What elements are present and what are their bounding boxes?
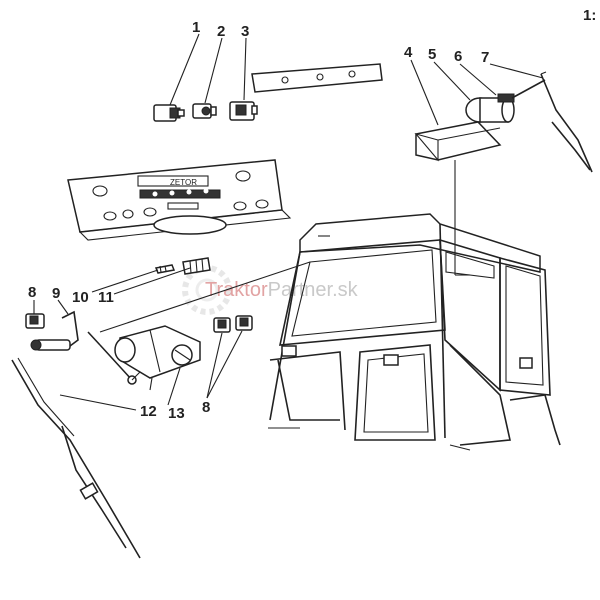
switch-part-3 xyxy=(229,101,258,121)
callout-13: 13 xyxy=(168,405,185,422)
wiper-switch-part-8-right xyxy=(213,315,253,333)
panel-zetor-label: ZETOR xyxy=(170,178,197,187)
switch-part-1 xyxy=(153,104,185,122)
leader-lines xyxy=(33,33,544,411)
switch-part-2 xyxy=(192,103,217,119)
callout-2: 2 xyxy=(217,23,225,40)
callout-labels: 1 2 3 4 5 6 7 8 9 10 11 12 13 8 xyxy=(28,19,489,422)
callout-8-right: 8 xyxy=(202,399,210,416)
rear-wiper-motor-part-5 xyxy=(465,97,515,123)
rear-wiper-arm-part-6 xyxy=(497,79,546,103)
callout-7: 7 xyxy=(481,49,489,66)
front-wiper-blade-part-12 xyxy=(11,357,141,559)
callout-6: 6 xyxy=(454,48,462,65)
switch-strip-cover xyxy=(251,63,383,93)
watermark-text: TraktorPartner.sk xyxy=(205,279,359,301)
rear-wiper-blade-part-7 xyxy=(540,71,593,173)
wiper-bracket-part-9 xyxy=(30,310,79,351)
interior-lamp-part-4 xyxy=(414,121,502,162)
connector-part-11 xyxy=(182,257,211,275)
wiper-switch-part-8-left xyxy=(25,313,45,329)
ceiling-instrument-panel: ZETOR xyxy=(67,159,292,241)
cab-frame xyxy=(268,160,561,451)
callout-1: 1 xyxy=(192,19,200,36)
callout-3: 3 xyxy=(241,23,249,40)
callout-9: 9 xyxy=(52,285,60,302)
corner-mark: 1: xyxy=(583,7,596,24)
callout-12: 12 xyxy=(140,403,157,420)
wiper-motor-part-13 xyxy=(114,325,201,391)
callout-10: 10 xyxy=(72,289,89,306)
callout-8-left: 8 xyxy=(28,284,36,301)
connector-part-10 xyxy=(154,264,176,274)
callout-11: 11 xyxy=(98,289,114,306)
callout-5: 5 xyxy=(428,46,436,63)
callout-4: 4 xyxy=(404,44,413,61)
